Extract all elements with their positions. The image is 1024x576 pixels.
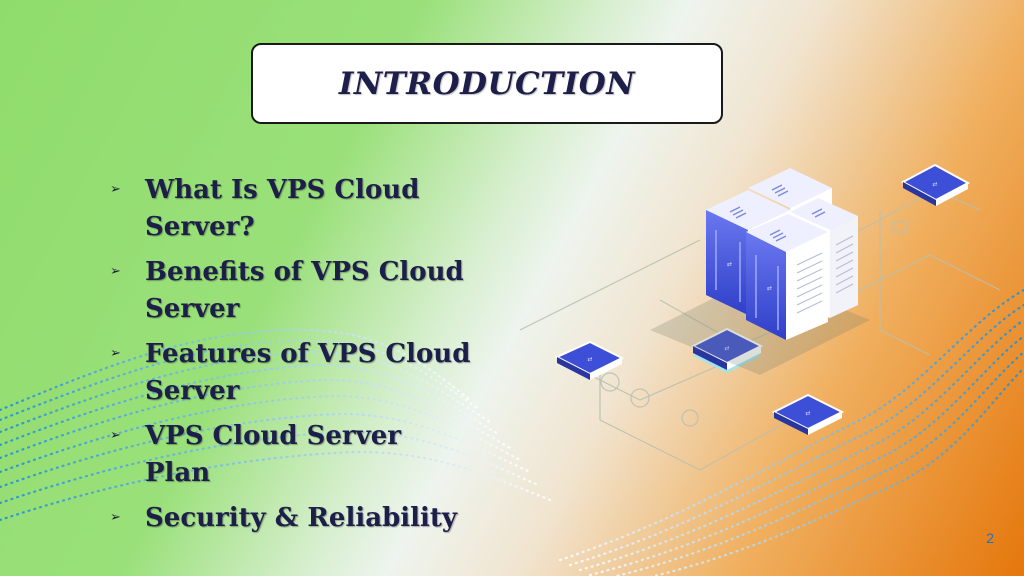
chevron-right-icon: ➢ [110,510,121,525]
chevron-right-icon: ➢ [110,346,121,361]
bullet-text: Features of VPS Cloud Server [145,339,471,406]
chip-icon: ⇄ [771,393,845,435]
list-item: ➢ Security & Reliability [110,500,530,537]
chip-icon: ⇄ [554,340,625,380]
svg-text:⇄: ⇄ [587,356,592,363]
svg-text:⇄: ⇄ [727,261,732,268]
page-number: 2 [986,530,994,546]
bullet-text: VPS Cloud Server Plan [145,421,401,488]
chip-icon: ⇄ [690,327,764,373]
list-item: ➢ VPS Cloud Server Plan [110,418,530,492]
title-box: INTRODUCTION [251,43,723,124]
svg-text:⇄: ⇄ [724,345,729,352]
chip-icon: ⇄ [900,163,971,206]
bullet-text: Security & Reliability [145,503,457,533]
dotted-wave-left [0,328,552,522]
bullet-text: Benefits of VPS Cloud Server [145,257,464,324]
svg-text:⇄: ⇄ [932,181,937,188]
server-rack-icon: ⇄ ⇄ [650,168,870,375]
list-item: ➢ Benefits of VPS Cloud Server [110,254,530,328]
list-item: ➢ Features of VPS Cloud Server [110,336,530,410]
dotted-wave-right [558,288,1024,576]
list-item: ➢ What Is VPS Cloud Server? [110,172,530,246]
bullet-text: What Is VPS Cloud Server? [145,175,420,242]
svg-text:⇄: ⇄ [805,410,810,417]
chevron-right-icon: ➢ [110,428,121,443]
svg-text:⇄: ⇄ [767,285,772,292]
chevron-right-icon: ➢ [110,264,121,279]
slide-title: INTRODUCTION [338,65,636,102]
bullet-list: ➢ What Is VPS Cloud Server? ➢ Benefits o… [110,172,530,545]
chevron-right-icon: ➢ [110,182,121,197]
